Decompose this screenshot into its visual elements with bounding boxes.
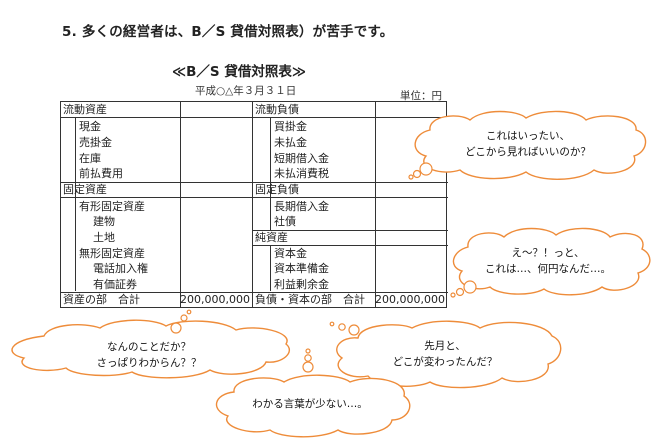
divider [270,198,271,231]
cloud-shape-icon [336,320,562,389]
divider [252,245,448,246]
cloud-shape-icon [11,309,291,379]
bubble-line: これはいったい、 [486,130,570,142]
thought-bubble-3: なんのことだか？ さっぱりわからん？？ [4,309,294,380]
thought-bubble-4: 先月と、 どこが変わったんだ？ [330,318,562,389]
liability-item: 短期借入金 [274,152,329,165]
divider [75,198,76,291]
bubble-line: さっぱりわからん？？ [96,357,202,369]
equity-item: 利益剰余金 [274,278,329,291]
cloud-shape-icon [450,227,651,298]
liability-item: 長期借入金 [274,200,329,213]
bubble-text: 先月と、 どこが変わったんだ？ [330,338,560,370]
balance-sheet-table: 流動資産 現金 売掛金 在庫 前払費用 固定資産 有形固定資産 建物 土地 無形… [60,101,448,308]
cloud-shape-icon [216,374,411,438]
asset-item: 建物 [93,215,115,228]
divider [252,182,448,183]
divider [252,230,448,231]
fixed-liabilities-header: 固定負債 [255,183,299,196]
intangible-assets-header: 無形固定資産 [79,247,145,260]
cloud-shape-icon [408,110,647,180]
bubble-line: どこが変わったんだ？ [392,356,498,368]
equity-header: 純資産 [255,231,288,244]
divider [75,118,76,199]
unit-label: 単位：円 [400,90,442,102]
divider [252,197,448,198]
balance-sheet-title: ≪B／S 貸借対照表≫ [172,64,306,80]
bubble-text: なんのことだか？ さっぱりわからん？？ [24,339,274,371]
section-heading: 5. 多くの経営者は、B／S 貸借対照表）が苦手です。 [62,24,394,40]
thought-bubble-2: え～？！っと、 これは…、何円なんだ…。 [448,225,651,300]
bubble-line: 先月と、 [424,340,466,352]
bubble-line: わかる言葉が少ない…。 [252,398,368,410]
liabilities-total-value: 200,000,000 [375,293,445,306]
thought-dots-icon [329,321,360,336]
bubble-line: え～？！っと、 [511,247,585,259]
divider [375,102,376,307]
tangible-assets-header: 有形固定資産 [79,200,145,213]
asset-item: 土地 [93,231,115,244]
equity-item: 資本準備金 [274,262,329,275]
equity-item: 資本金 [274,247,307,260]
liability-item: 社債 [274,215,296,228]
assets-total-label: 資産の部 合計 [63,293,140,306]
bubble-line: これは…、何円なんだ…。 [485,263,611,275]
thought-dots [300,348,316,374]
thought-bubble-5: わかる言葉が少ない…。 [210,370,411,438]
divider [180,102,181,307]
asset-item: 在庫 [79,152,101,165]
asset-item: 売掛金 [79,136,112,149]
asset-item: 電話加入権 [93,262,148,275]
thought-dots [329,320,360,340]
divider [61,117,252,118]
liability-item: 未払消費税 [274,167,329,180]
current-assets-header: 流動資産 [63,103,107,116]
bubble-text: これはいったい、 どこから見ればいいのか？ [408,128,648,160]
asset-item: 現金 [79,120,101,133]
asset-item: 有価証券 [93,278,137,291]
fixed-assets-header: 固定資産 [63,183,107,196]
asset-item: 前払費用 [79,167,123,180]
liability-item: 未払金 [274,136,307,149]
balance-sheet-date: 平成○△年３月３１日 [195,85,297,97]
liability-item: 買掛金 [274,120,307,133]
liabilities-total-label: 負債・資本の部 合計 [255,293,365,306]
divider [270,118,271,199]
thought-bubble-1: これはいったい、 どこから見ればいいのか？ [408,108,648,188]
bubble-line: なんのことだか？ [107,341,191,353]
bubble-text: わかる言葉が少ない…。 [210,396,410,412]
divider [61,182,252,183]
divider [252,117,448,118]
bubble-line: どこから見ればいいのか？ [465,146,591,158]
bubble-text: え～？！っと、 これは…、何円なんだ…。 [448,245,648,277]
assets-total-value: 200,000,000 [180,293,250,306]
current-liabilities-header: 流動負債 [255,103,299,116]
divider [270,246,271,291]
divider [61,197,252,198]
thought-dots-icon [302,348,314,373]
divider [252,102,253,307]
divider [61,292,448,293]
